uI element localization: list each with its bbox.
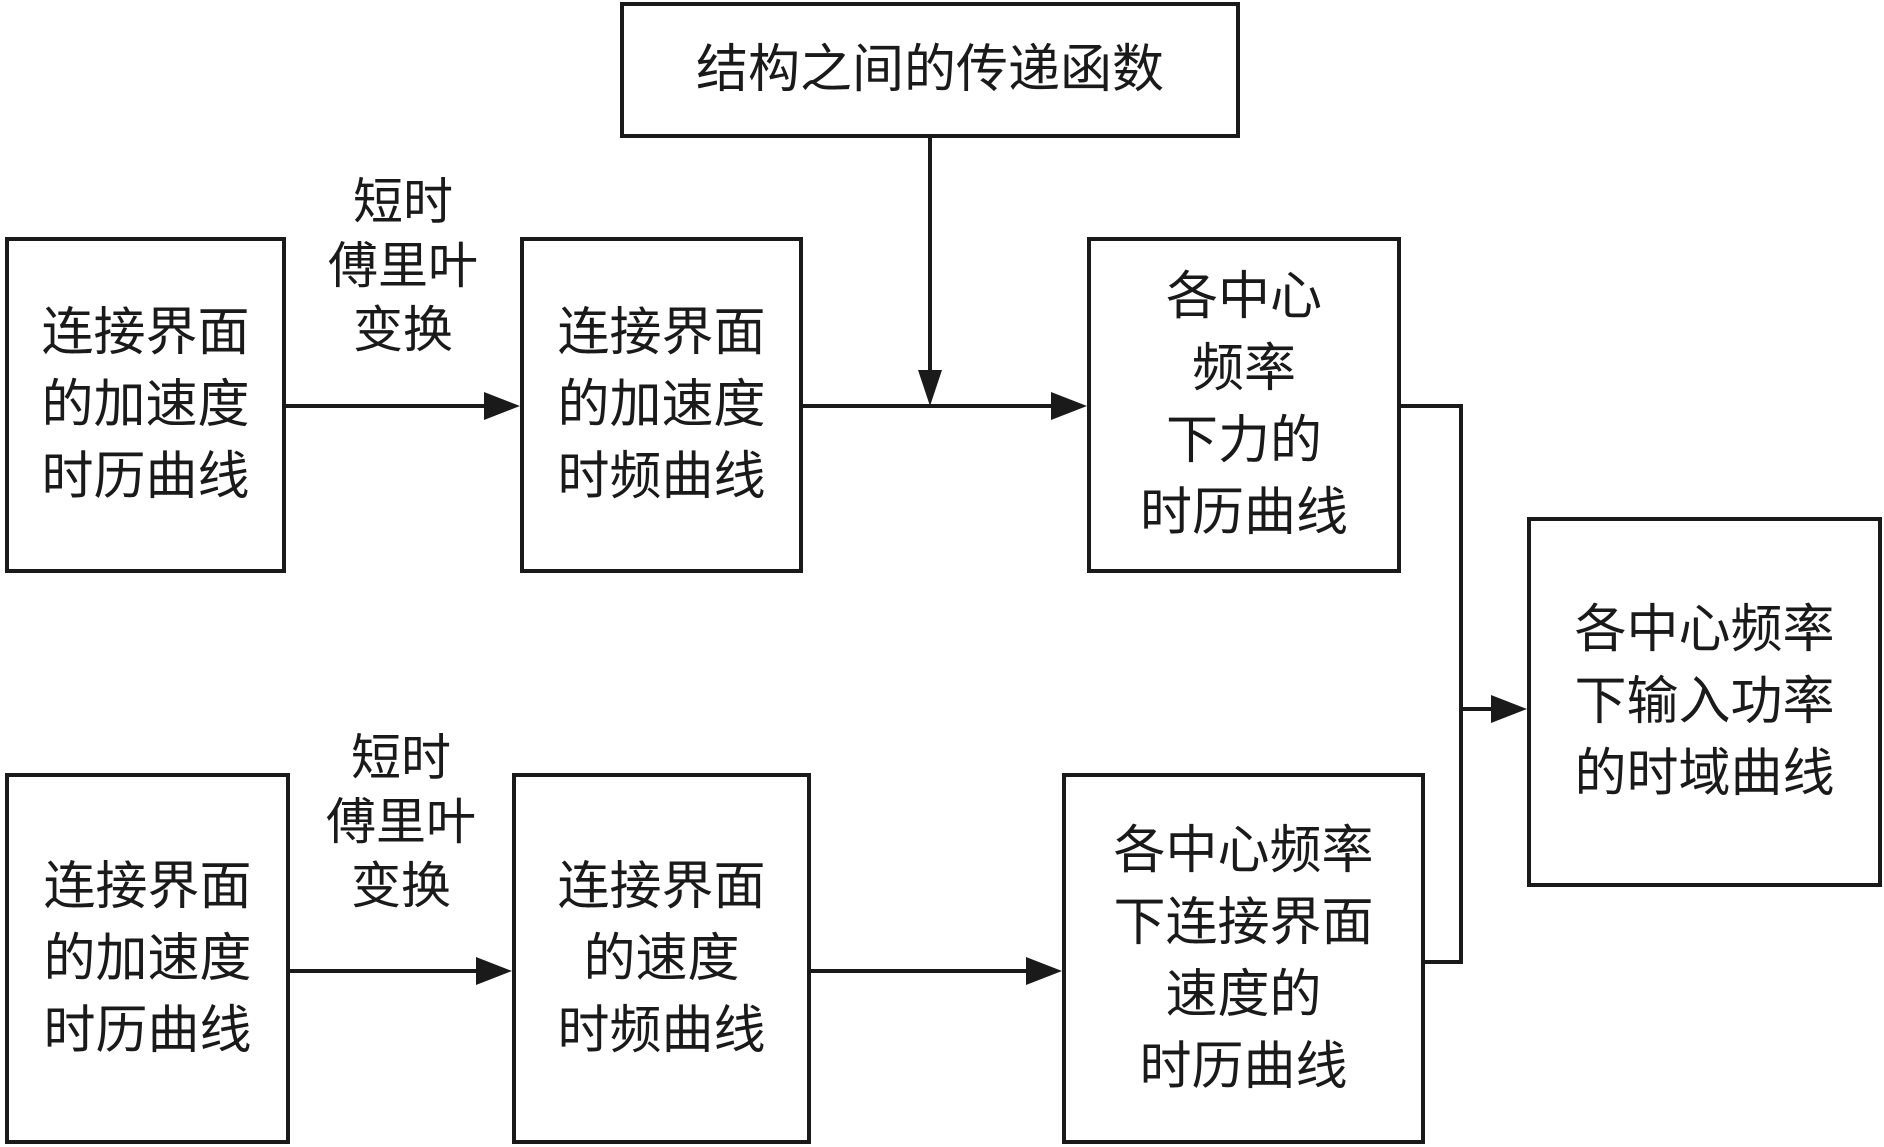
arrowhead-top-to-force — [1051, 392, 1087, 420]
arrowhead-to-output — [1491, 695, 1527, 723]
output-power-box: 各中心频率 下输入功率 的时域曲线 — [1527, 517, 1882, 887]
arrowhead-top-stft — [484, 392, 520, 420]
force-label: 各中心 频率 下力的 时历曲线 — [1139, 267, 1348, 543]
top-input-box: 连接界面 的加速度 时历曲线 — [5, 237, 286, 573]
merge-connector — [1401, 404, 1463, 964]
transfer-function-box: 结构之间的传递函数 — [620, 2, 1240, 138]
bottom-input-box: 连接界面 的加速度 时历曲线 — [5, 773, 290, 1144]
top-stft-label: 短时 傅里叶 变换 — [328, 173, 478, 359]
transfer-function-label: 结构之间的传递函数 — [695, 40, 1164, 100]
output-power-label: 各中心频率 下输入功率 的时域曲线 — [1574, 600, 1835, 804]
top-input-label: 连接界面 的加速度 时历曲线 — [41, 303, 250, 507]
top-timefreq-label: 连接界面 的加速度 时频曲线 — [557, 303, 766, 507]
bottom-timefreq-label: 连接界面 的速度 时频曲线 — [557, 856, 766, 1061]
arrowhead-bottom-stft — [476, 957, 512, 985]
force-box: 各中心 频率 下力的 时历曲线 — [1087, 237, 1401, 573]
top-timefreq-box: 连接界面 的加速度 时频曲线 — [520, 237, 803, 573]
bottom-timefreq-box: 连接界面 的速度 时频曲线 — [512, 773, 811, 1144]
arrowhead-bottom-to-velocity — [1026, 957, 1062, 985]
velocity-box: 各中心频率 下连接界面 速度的 时历曲线 — [1062, 773, 1425, 1144]
arrowhead-transfer-down — [918, 370, 942, 406]
velocity-label: 各中心频率 下连接界面 速度的 时历曲线 — [1113, 820, 1374, 1097]
bottom-input-label: 连接界面 的加速度 时历曲线 — [43, 856, 252, 1061]
bottom-stft-label: 短时 傅里叶 变换 — [326, 729, 476, 915]
